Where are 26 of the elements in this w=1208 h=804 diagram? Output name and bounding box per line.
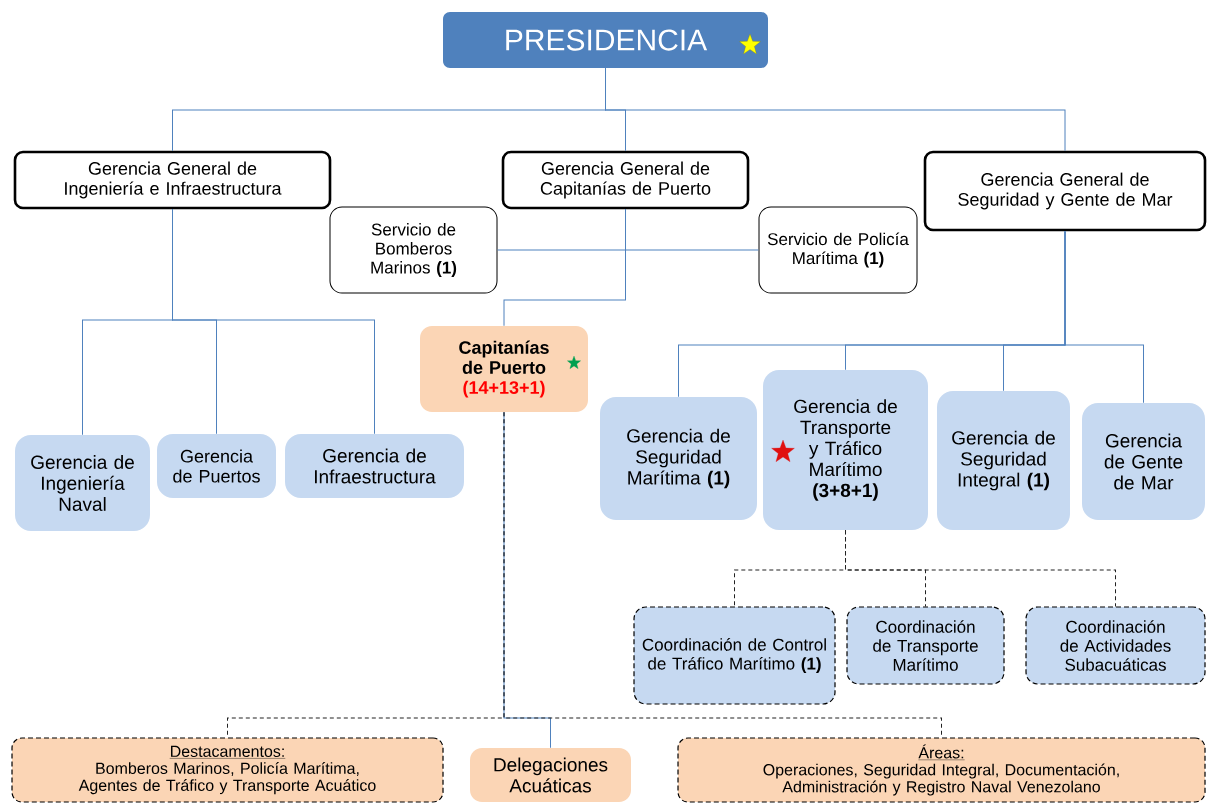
service-box: Servicio de Bomberos Marinos (1) [329,206,498,294]
connector-line [503,208,626,327]
dashed-unit-box: Coordinación de Actividades Subacuáticas [1025,606,1206,685]
connector-line [1064,230,1144,404]
connector-line [503,411,942,738]
service-box: Servicio de Policía Marítima (1) [758,206,918,294]
unit-box: Gerencia de Transporte y Tráfico Marítimo (3+8+1) [763,370,928,530]
dashed-unit-box: Coordinación de Control de Tráfico Marítimo (1) [633,606,836,705]
management-box: Gerencia General de Seguridad y Gente de Mar [923,150,1207,232]
connector-line [845,529,1116,607]
unit-box: Gerencia de Gente de Mar [1082,403,1205,520]
management-box: Gerencia General de Capitanías de Puerto [501,150,750,210]
connector-line [605,67,1066,152]
dashed-unit-box: Destacamentos: Bomberos Marinos, Policía Marítima, Agentes de Tráfico y Transporte Acuático [11,737,444,803]
unit-box: Gerencia de Seguridad Integral (1) [937,391,1070,530]
unit-box: Gerencia de Ingeniería Naval [15,435,150,531]
unit-box: Gerencia de Puertos [157,434,276,498]
unit-box: Capitanías de Puerto (14+13+1) [420,326,588,412]
presidency-box: PRESIDENCIA [443,12,768,68]
unit-box: Gerencia de Seguridad Marítima (1) [600,397,757,520]
unit-box: Delegaciones Acuáticas [470,748,631,802]
connector-line [172,208,375,435]
unit-box: Gerencia de Infraestructura [285,434,464,498]
dashed-unit-box: Coordinación de Transporte Marítimo [846,606,1005,685]
dashed-unit-box: Áreas: Operaciones, Seguridad Integral, Documentación, Administración y Registro Naval Venezolano [677,737,1206,803]
management-box: Gerencia General de Ingeniería e Infraestructura [13,150,332,210]
